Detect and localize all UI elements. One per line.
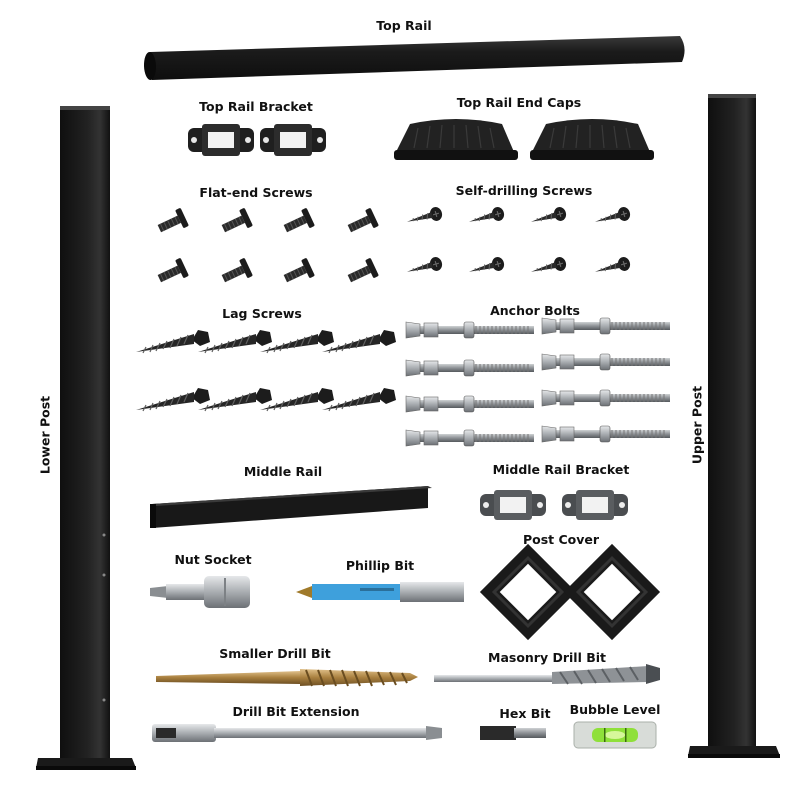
label-lag-screws: Lag Screws	[222, 306, 302, 321]
middle-rail-brackets	[480, 490, 628, 520]
label-hex-bit: Hex Bit	[499, 706, 551, 721]
label-phillip-bit: Phillip Bit	[345, 558, 415, 573]
label-top-rail-end-caps: Top Rail End Caps	[456, 95, 582, 110]
label-drill-bit-extension: Drill Bit Extension	[232, 704, 360, 719]
label-masonry-drill-bit: Masonry Drill Bit	[488, 650, 606, 665]
masonry-drill-bit	[434, 664, 660, 685]
flat-end-screws	[154, 207, 380, 289]
lag-screws	[135, 329, 397, 412]
label-top-rail-bracket: Top Rail Bracket	[199, 99, 313, 114]
label-middle-rail: Middle Rail	[243, 464, 323, 479]
phillip-bit	[296, 582, 464, 602]
top-rail	[143, 36, 685, 80]
drill-bit-extension	[152, 724, 442, 742]
post-covers	[479, 543, 661, 641]
bubble-level	[573, 721, 657, 749]
top-rail-end-caps	[394, 119, 654, 160]
label-anchor-bolts: Anchor Bolts	[490, 303, 580, 318]
label-nut-socket: Nut Socket	[174, 552, 252, 567]
middle-rail	[150, 486, 432, 528]
label-upper-post: Upper Post	[689, 385, 705, 465]
label-post-cover: Post Cover	[522, 532, 600, 547]
label-flat-end-screws: Flat-end Screws	[199, 185, 313, 200]
label-lower-post: Lower Post	[37, 395, 53, 475]
lower-post	[36, 106, 136, 770]
smaller-drill-bit	[156, 669, 418, 687]
anchor-bolts	[405, 317, 671, 447]
label-bubble-level: Bubble Level	[569, 702, 661, 717]
label-self-drilling-screws: Self-drilling Screws	[455, 183, 593, 198]
label-smaller-drill-bit: Smaller Drill Bit	[219, 646, 331, 661]
label-top-rail: Top Rail	[376, 18, 432, 33]
hex-bit	[480, 726, 546, 740]
self-drilling-screws	[404, 205, 633, 280]
label-middle-rail-bracket: Middle Rail Bracket	[492, 462, 630, 477]
top-rail-brackets	[188, 124, 326, 156]
upper-post	[688, 94, 780, 758]
nut-socket	[150, 576, 250, 608]
